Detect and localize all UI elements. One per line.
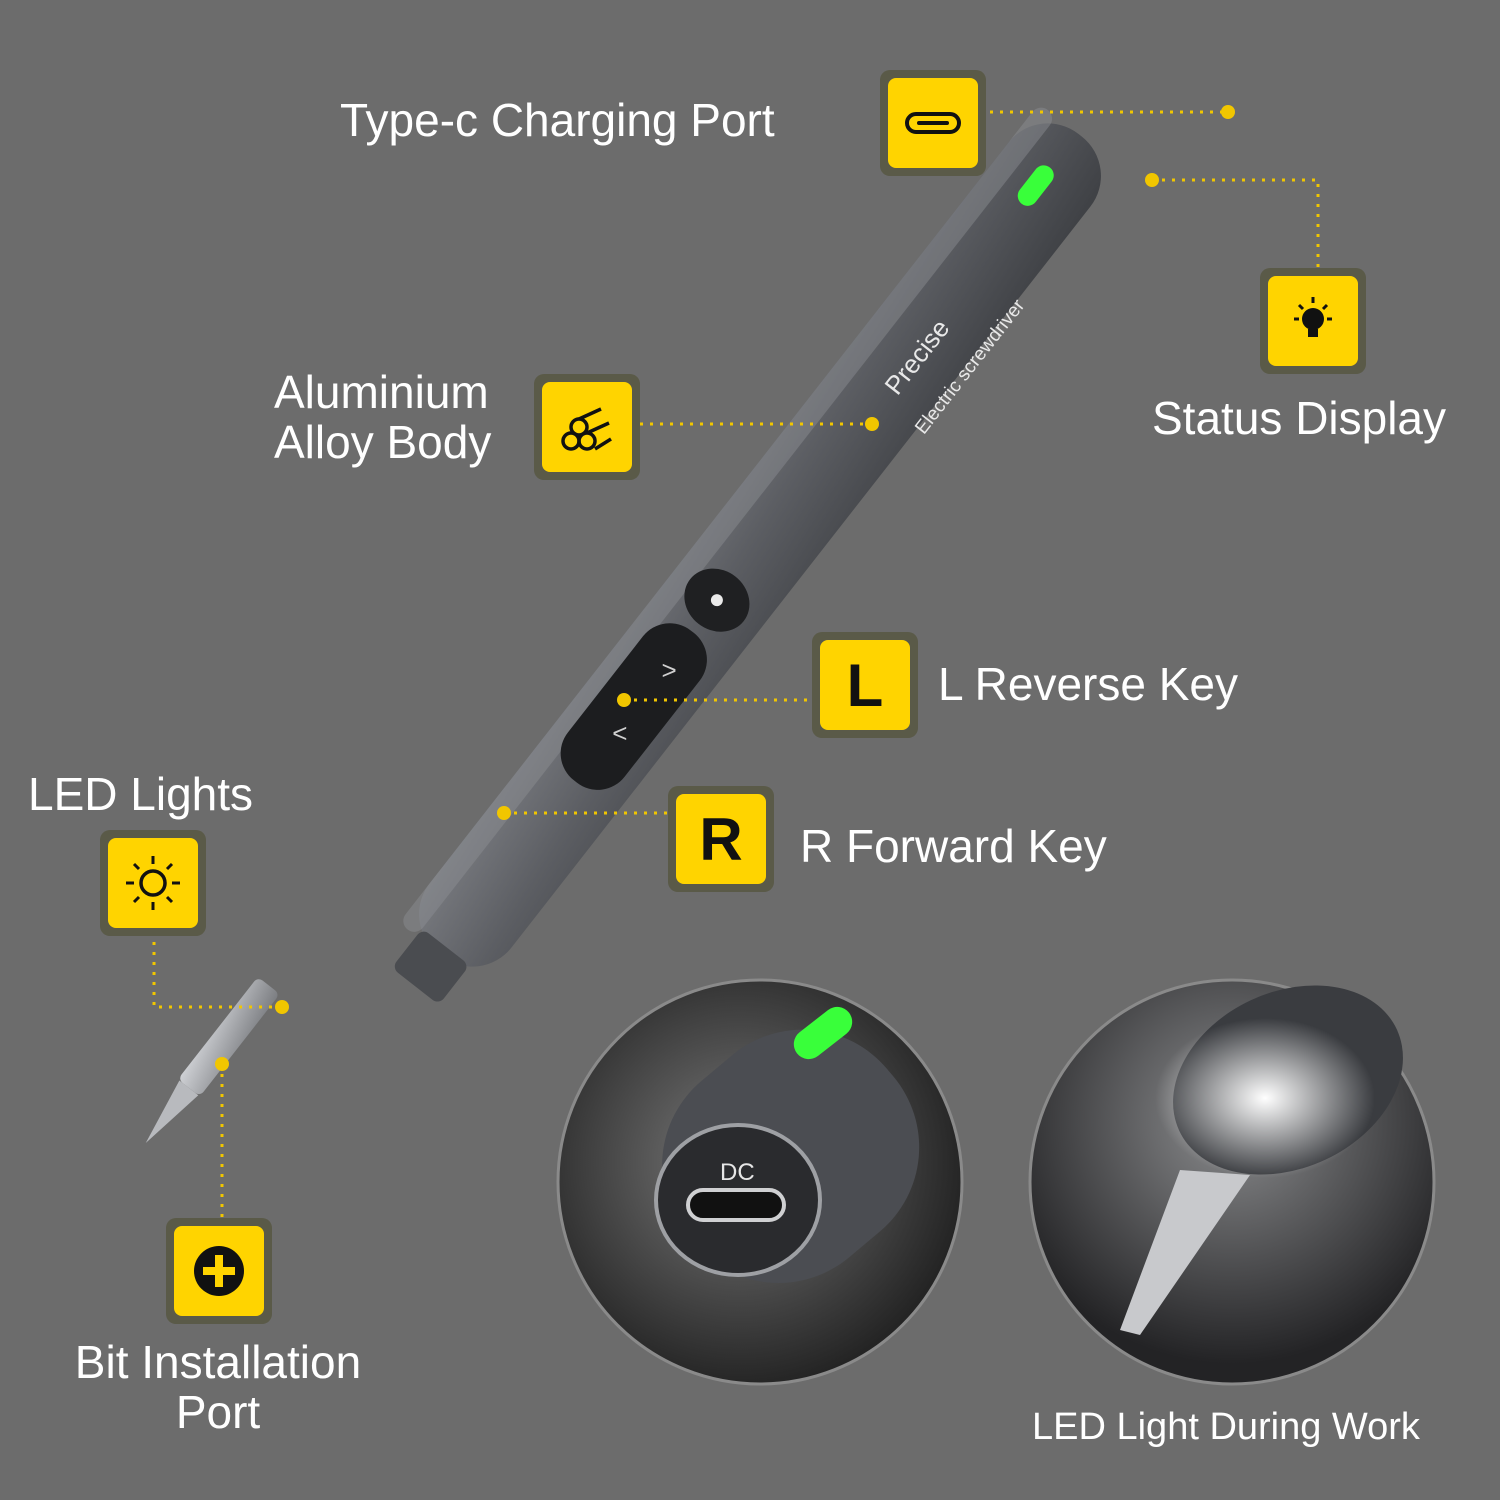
type-c-badge xyxy=(880,70,986,176)
usb-c-port-icon xyxy=(905,112,961,134)
rocker-key-panel[interactable] xyxy=(547,610,721,804)
r-key-letter: R xyxy=(676,794,766,884)
callout-connectors xyxy=(152,110,1320,1218)
screwdriver-body: < > xyxy=(394,107,1101,1002)
alloy-bars-icon xyxy=(561,407,612,451)
status-led xyxy=(1017,165,1054,206)
alloy-label-line1: Aluminium xyxy=(274,366,489,418)
type-c-label: Type-c Charging Port xyxy=(340,94,775,146)
led-work-caption: LED Light During Work xyxy=(1032,1406,1420,1448)
sun-icon xyxy=(126,856,180,910)
bit-label-line1: Bit Installation xyxy=(74,1336,362,1388)
inset-led-during-work xyxy=(1028,978,1436,1386)
svg-text:>: > xyxy=(661,655,676,685)
svg-text:<: < xyxy=(612,718,627,748)
r-key-badge: R xyxy=(668,786,774,892)
inset-charging-port xyxy=(556,978,964,1386)
phillips-plus-icon xyxy=(194,1246,244,1296)
alloy-badge xyxy=(534,374,640,480)
l-key-label: L Reverse Key xyxy=(938,658,1238,710)
led-badge xyxy=(100,830,206,936)
status-label: Status Display xyxy=(1152,392,1447,444)
led-label: LED Lights xyxy=(28,768,254,820)
bit-label-line2: Port xyxy=(175,1386,261,1438)
l-key-badge: L xyxy=(812,632,918,738)
l-key-letter: L xyxy=(820,640,910,730)
status-badge xyxy=(1260,268,1366,374)
bit-badge xyxy=(166,1218,272,1324)
r-key-label: R Forward Key xyxy=(800,820,1107,872)
dc-print: DC xyxy=(720,1159,755,1186)
alloy-label-line2: Alloy Body xyxy=(274,416,492,468)
lightbulb-icon xyxy=(1294,297,1332,337)
bit-shaft xyxy=(145,979,278,1144)
